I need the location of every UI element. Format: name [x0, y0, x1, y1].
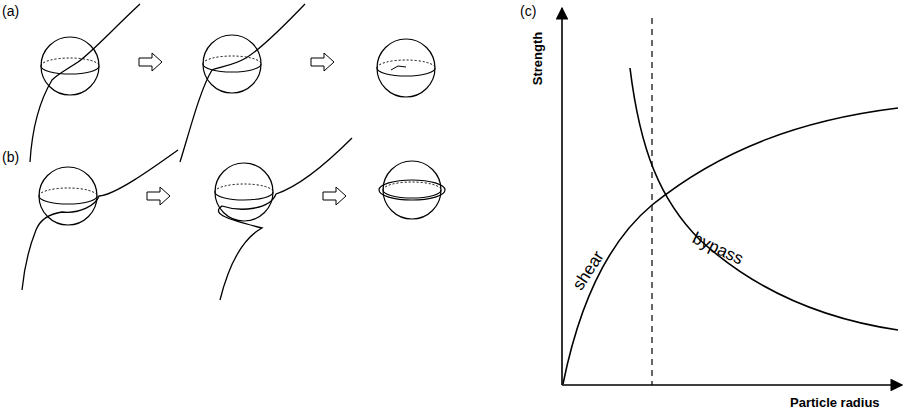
x-axis: [562, 384, 902, 386]
bypass-curve: [630, 68, 898, 330]
panel-label: (b): [2, 150, 19, 164]
curve-label: bypass: [690, 229, 746, 267]
shear-curve: [563, 108, 898, 384]
y-axis: [561, 8, 563, 385]
axis-title: Particle radius: [790, 396, 880, 409]
critical-radius-line: [651, 18, 652, 385]
panel-label: (a): [2, 4, 19, 18]
panel-label: (c): [520, 4, 536, 18]
axis-title: Strength: [531, 31, 544, 84]
